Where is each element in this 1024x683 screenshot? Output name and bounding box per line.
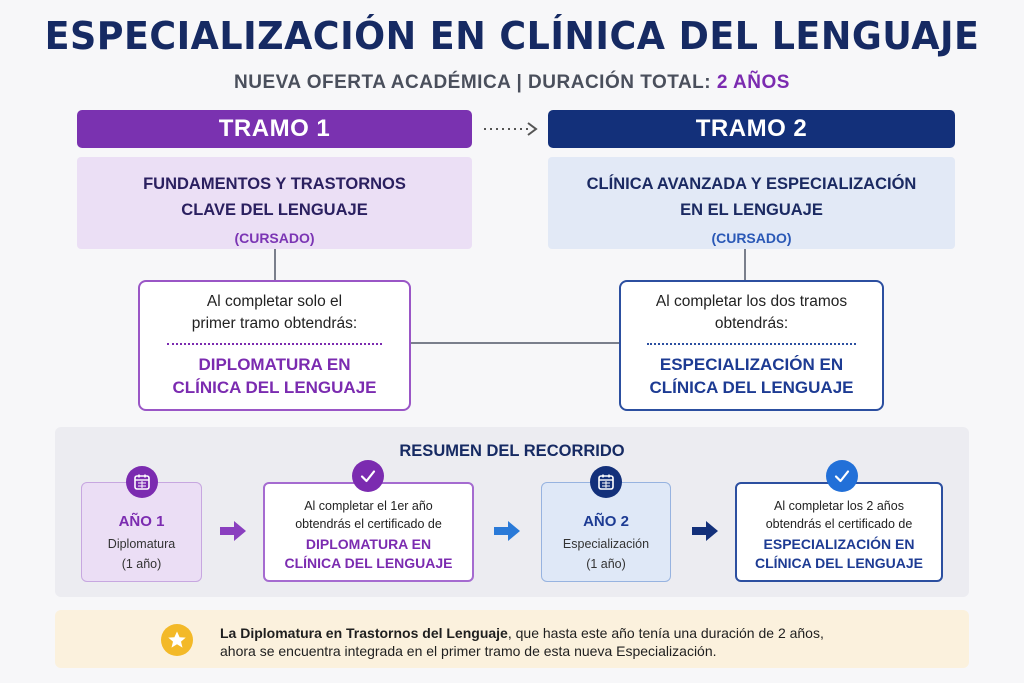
subtitle-text: NUEVA OFERTA ACADÉMICA | DURACIÓN TOTAL:	[234, 72, 717, 93]
year2-cert-intro: Al completar los 2 años obtendrás el cer…	[737, 497, 941, 533]
tramo1-header: TRAMO 1	[77, 110, 472, 148]
year1-duration: (1 año)	[121, 557, 162, 571]
tramo1-title-line1: FUNDAMENTOS Y TRASTORNOS	[143, 175, 406, 193]
tramo1-title-line2: CLAVE DEL LENGUAJE	[181, 201, 368, 219]
cert-name-line: DIPLOMATURA EN	[198, 355, 351, 374]
cert-name-line: CLÍNICA DEL LENGUAJE	[284, 555, 453, 571]
cert-intro-line: obtendrás el certificado de	[295, 517, 442, 531]
summary-year1-box: AÑO 1 Diplomatura (1 año)	[81, 482, 202, 582]
tramo2-title-line2: EN EL LENGUAJE	[680, 201, 823, 219]
calendar-icon	[590, 466, 622, 498]
year1-name: Diplomatura	[107, 537, 176, 551]
page-title: ESPECIALIZACIÓN EN CLÍNICA DEL LENGUAJE	[44, 14, 980, 58]
cert-intro-line: primer tramo obtendrás:	[191, 315, 358, 332]
cert-intro-line: Al completar el 1er año	[304, 499, 433, 513]
cert-name-line: ESPECIALIZACIÓN EN	[659, 355, 844, 374]
connector-line	[411, 342, 619, 344]
page-subtitle: NUEVA OFERTA ACADÉMICA | DURACIÓN TOTAL:…	[0, 72, 1024, 94]
connector-line	[274, 249, 276, 280]
note-line2: ahora se encuentra integrada en el prime…	[220, 643, 717, 659]
check-icon	[352, 460, 384, 492]
summary-title: RESUMEN DEL RECORRIDO	[399, 442, 625, 460]
tramo2-cert-name: ESPECIALIZACIÓN EN CLÍNICA DEL LENGUAJE	[621, 353, 882, 399]
cert-name-line: ESPECIALIZACIÓN EN	[763, 536, 915, 552]
cert-intro-line: Al completar los dos tramos	[655, 293, 848, 310]
note-bold: La Diplomatura en Trastornos del Lenguaj…	[220, 625, 508, 641]
tramo2-header: TRAMO 2	[548, 110, 955, 148]
tramo2-cert-intro: Al completar los dos tramos obtendrás:	[621, 291, 882, 335]
note-text: La Diplomatura en Trastornos del Lenguaj…	[220, 624, 920, 660]
subtitle-duration: 2 AÑOS	[716, 72, 790, 93]
connector-line	[744, 249, 746, 280]
arrow-right-icon	[220, 521, 246, 541]
tramo2-description: CLÍNICA AVANZADA Y ESPECIALIZACIÓN EN EL…	[548, 157, 955, 249]
summary-year1-certificate-box: Al completar el 1er año obtendrás el cer…	[263, 482, 474, 582]
summary-year2-box: AÑO 2 Especialización (1 año)	[541, 482, 671, 582]
cert-intro-line: Al completar los 2 años	[774, 499, 904, 513]
arrow-right-icon	[692, 521, 718, 541]
year1-label: AÑO 1	[118, 513, 165, 530]
year1-cert-intro: Al completar el 1er año obtendrás el cer…	[265, 497, 472, 533]
cert-name-line: CLÍNICA DEL LENGUAJE	[649, 378, 854, 397]
info-note	[55, 610, 969, 668]
cert-name-line: CLÍNICA DEL LENGUAJE	[754, 555, 923, 571]
cert-name-line: CLÍNICA DEL LENGUAJE	[172, 378, 377, 397]
year2-name: Especialización	[562, 537, 650, 551]
cert-intro-line: obtendrás el certificado de	[765, 517, 913, 531]
cert-name-line: DIPLOMATURA EN	[305, 536, 432, 552]
tramo2-status: (CURSADO)	[711, 230, 792, 246]
summary-year2-certificate-box: Al completar los 2 años obtendrás el cer…	[735, 482, 943, 582]
tramo1-cert-name: DIPLOMATURA EN CLÍNICA DEL LENGUAJE	[140, 353, 409, 399]
calendar-icon	[126, 466, 158, 498]
tramo1-cert-intro: Al completar solo el primer tramo obtend…	[140, 291, 409, 335]
tramo1-status: (CURSADO)	[234, 230, 315, 246]
dotted-arrow-icon	[484, 122, 538, 136]
year1-details: Diplomatura (1 año)	[82, 534, 201, 574]
cert-intro-line: Al completar solo el	[206, 293, 343, 310]
note-rest: , que hasta este año tenía una duración …	[507, 625, 824, 641]
tramo2-certificate-box: Al completar los dos tramos obtendrás: E…	[619, 280, 884, 411]
year2-details: Especialización (1 año)	[542, 534, 670, 574]
year2-cert-name: ESPECIALIZACIÓN EN CLÍNICA DEL LENGUAJE	[737, 535, 941, 573]
year2-label: AÑO 2	[583, 513, 629, 530]
tramo1-description: FUNDAMENTOS Y TRASTORNOS CLAVE DEL LENGU…	[77, 157, 472, 249]
arrow-right-icon	[494, 521, 520, 541]
tramo1-certificate-box: Al completar solo el primer tramo obtend…	[138, 280, 411, 411]
dotted-divider	[166, 343, 383, 345]
dotted-divider	[647, 343, 856, 345]
year2-duration: (1 año)	[586, 557, 626, 571]
star-icon	[161, 624, 193, 656]
cert-intro-line: obtendrás:	[714, 315, 789, 332]
check-icon	[826, 460, 858, 492]
tramo2-title-line1: CLÍNICA AVANZADA Y ESPECIALIZACIÓN	[586, 175, 917, 193]
year1-cert-name: DIPLOMATURA EN CLÍNICA DEL LENGUAJE	[265, 535, 472, 573]
